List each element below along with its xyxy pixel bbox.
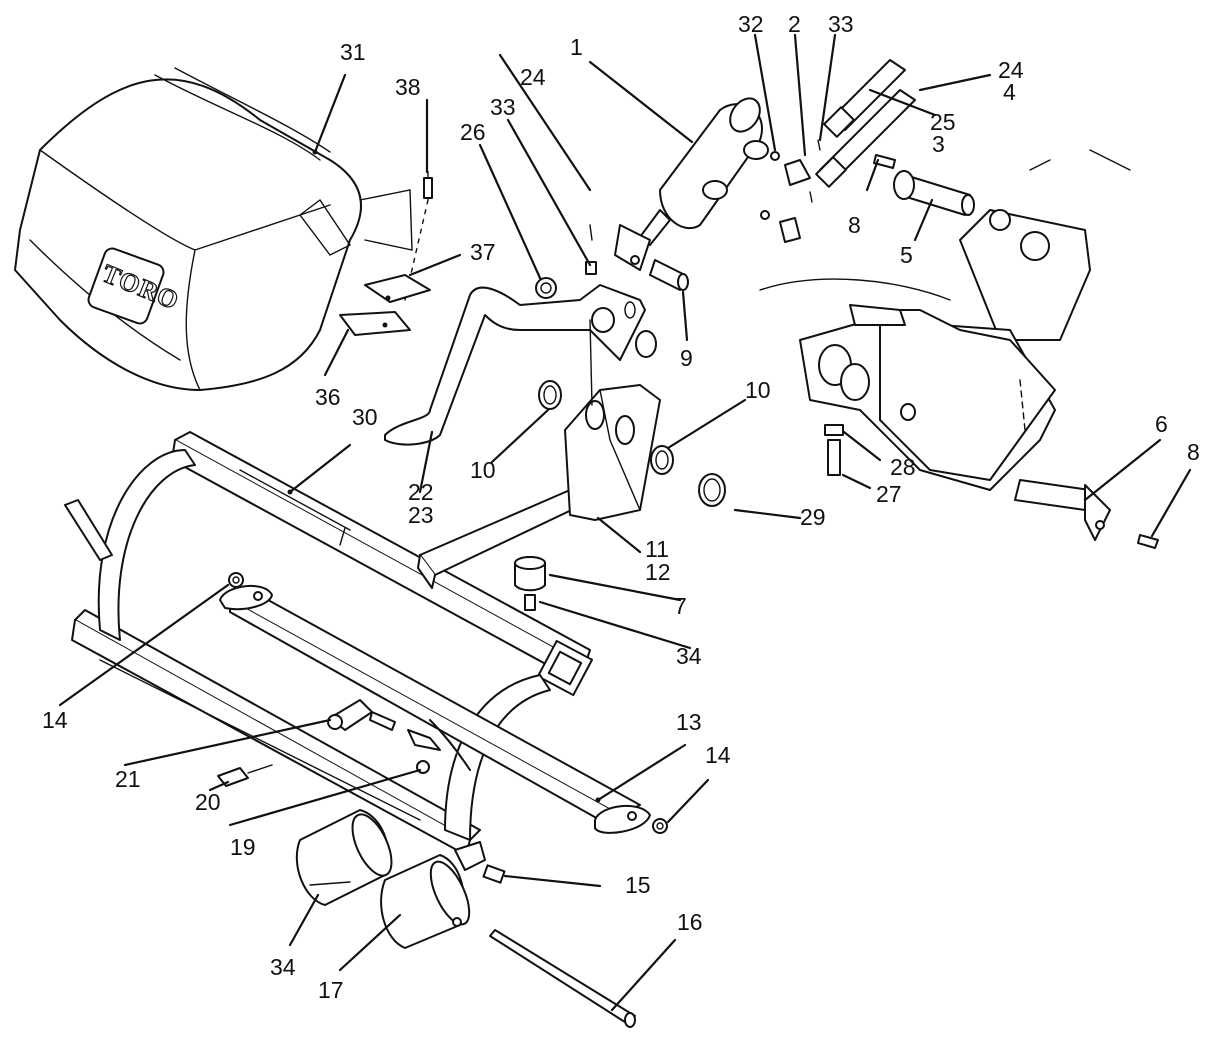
callout-33: 33 [490, 94, 516, 120]
logo-plate [87, 247, 165, 325]
callout-23: 24 [520, 64, 546, 90]
callout-18: 19 [230, 834, 256, 860]
shaft-16 [489, 929, 636, 1028]
roller-17 [295, 809, 471, 949]
mount-plates [339, 274, 431, 336]
callout-22: 23 [408, 502, 434, 528]
callout-17: 17 [318, 977, 344, 1003]
carrier-frame [759, 149, 1131, 491]
callout-27: 28 [890, 454, 916, 480]
callout-32: 34 [676, 643, 702, 669]
callout-35: 31 [340, 39, 366, 65]
pin-9 [649, 259, 689, 291]
hydraulic-cylinder [589, 97, 769, 271]
callout-26: 27 [876, 481, 902, 507]
callout-14-right: 14 [705, 742, 731, 768]
callout-20: 21 [115, 766, 141, 792]
callout-24-top: 24 [998, 57, 1024, 83]
callout-7: 7 [674, 593, 687, 619]
bolt-26 [824, 424, 844, 476]
callout-4: 4 [1003, 79, 1016, 105]
callout-labels: 31 38 37 36 1 24 33 26 32 2 33 24 4 25 3… [42, 11, 1200, 1003]
callout-24-mid: 25 [930, 109, 956, 135]
pivot-pin-6 [1014, 479, 1159, 549]
pivot-pin-5 [873, 154, 975, 216]
callout-10-left: 10 [470, 457, 496, 483]
callout-16: 16 [677, 909, 703, 935]
cross-tube-13 [219, 572, 668, 834]
grease-fitting-33 [585, 261, 597, 275]
callout-30: 32 [738, 11, 764, 37]
bushings [535, 277, 726, 507]
callout-37: 37 [470, 239, 496, 265]
callout-13: 13 [676, 709, 702, 735]
callout-9: 9 [680, 345, 693, 371]
screw-38 [404, 171, 433, 301]
callout-36: 36 [315, 384, 341, 410]
callout-15: 15 [625, 872, 651, 898]
hood-assembly: TORO [14, 67, 413, 391]
callout-3: 3 [932, 131, 945, 157]
callout-5: 5 [900, 242, 913, 268]
callout-2: 2 [788, 11, 801, 37]
callout-11: 11 [645, 536, 669, 562]
callout-8-top: 8 [848, 212, 861, 238]
callout-19: 20 [195, 789, 221, 815]
callout-25: 26 [460, 119, 486, 145]
callout-31: 33 [828, 11, 854, 37]
callout-14-left: 14 [42, 707, 68, 733]
callout-8-right: 8 [1187, 439, 1200, 465]
callout-6: 6 [1155, 411, 1168, 437]
bumper-7 [514, 556, 546, 611]
callout-12: 12 [645, 559, 671, 585]
callout-28: 29 [800, 504, 826, 530]
callout-38: 38 [395, 74, 421, 100]
hydraulic-hoses [815, 59, 916, 188]
lift-arm [417, 384, 661, 589]
callout-29: 30 [352, 404, 378, 430]
hydraulic-fittings [760, 139, 821, 243]
arm-21 [384, 284, 646, 446]
adjuster-parts [217, 699, 471, 787]
callout-21: 22 [408, 479, 434, 505]
leader-lines [58, 33, 1192, 1012]
callout-1: 1 [570, 34, 583, 60]
bolt-15 [454, 841, 506, 884]
callout-10-right: 10 [745, 377, 771, 403]
callout-34: 34 [270, 954, 296, 980]
